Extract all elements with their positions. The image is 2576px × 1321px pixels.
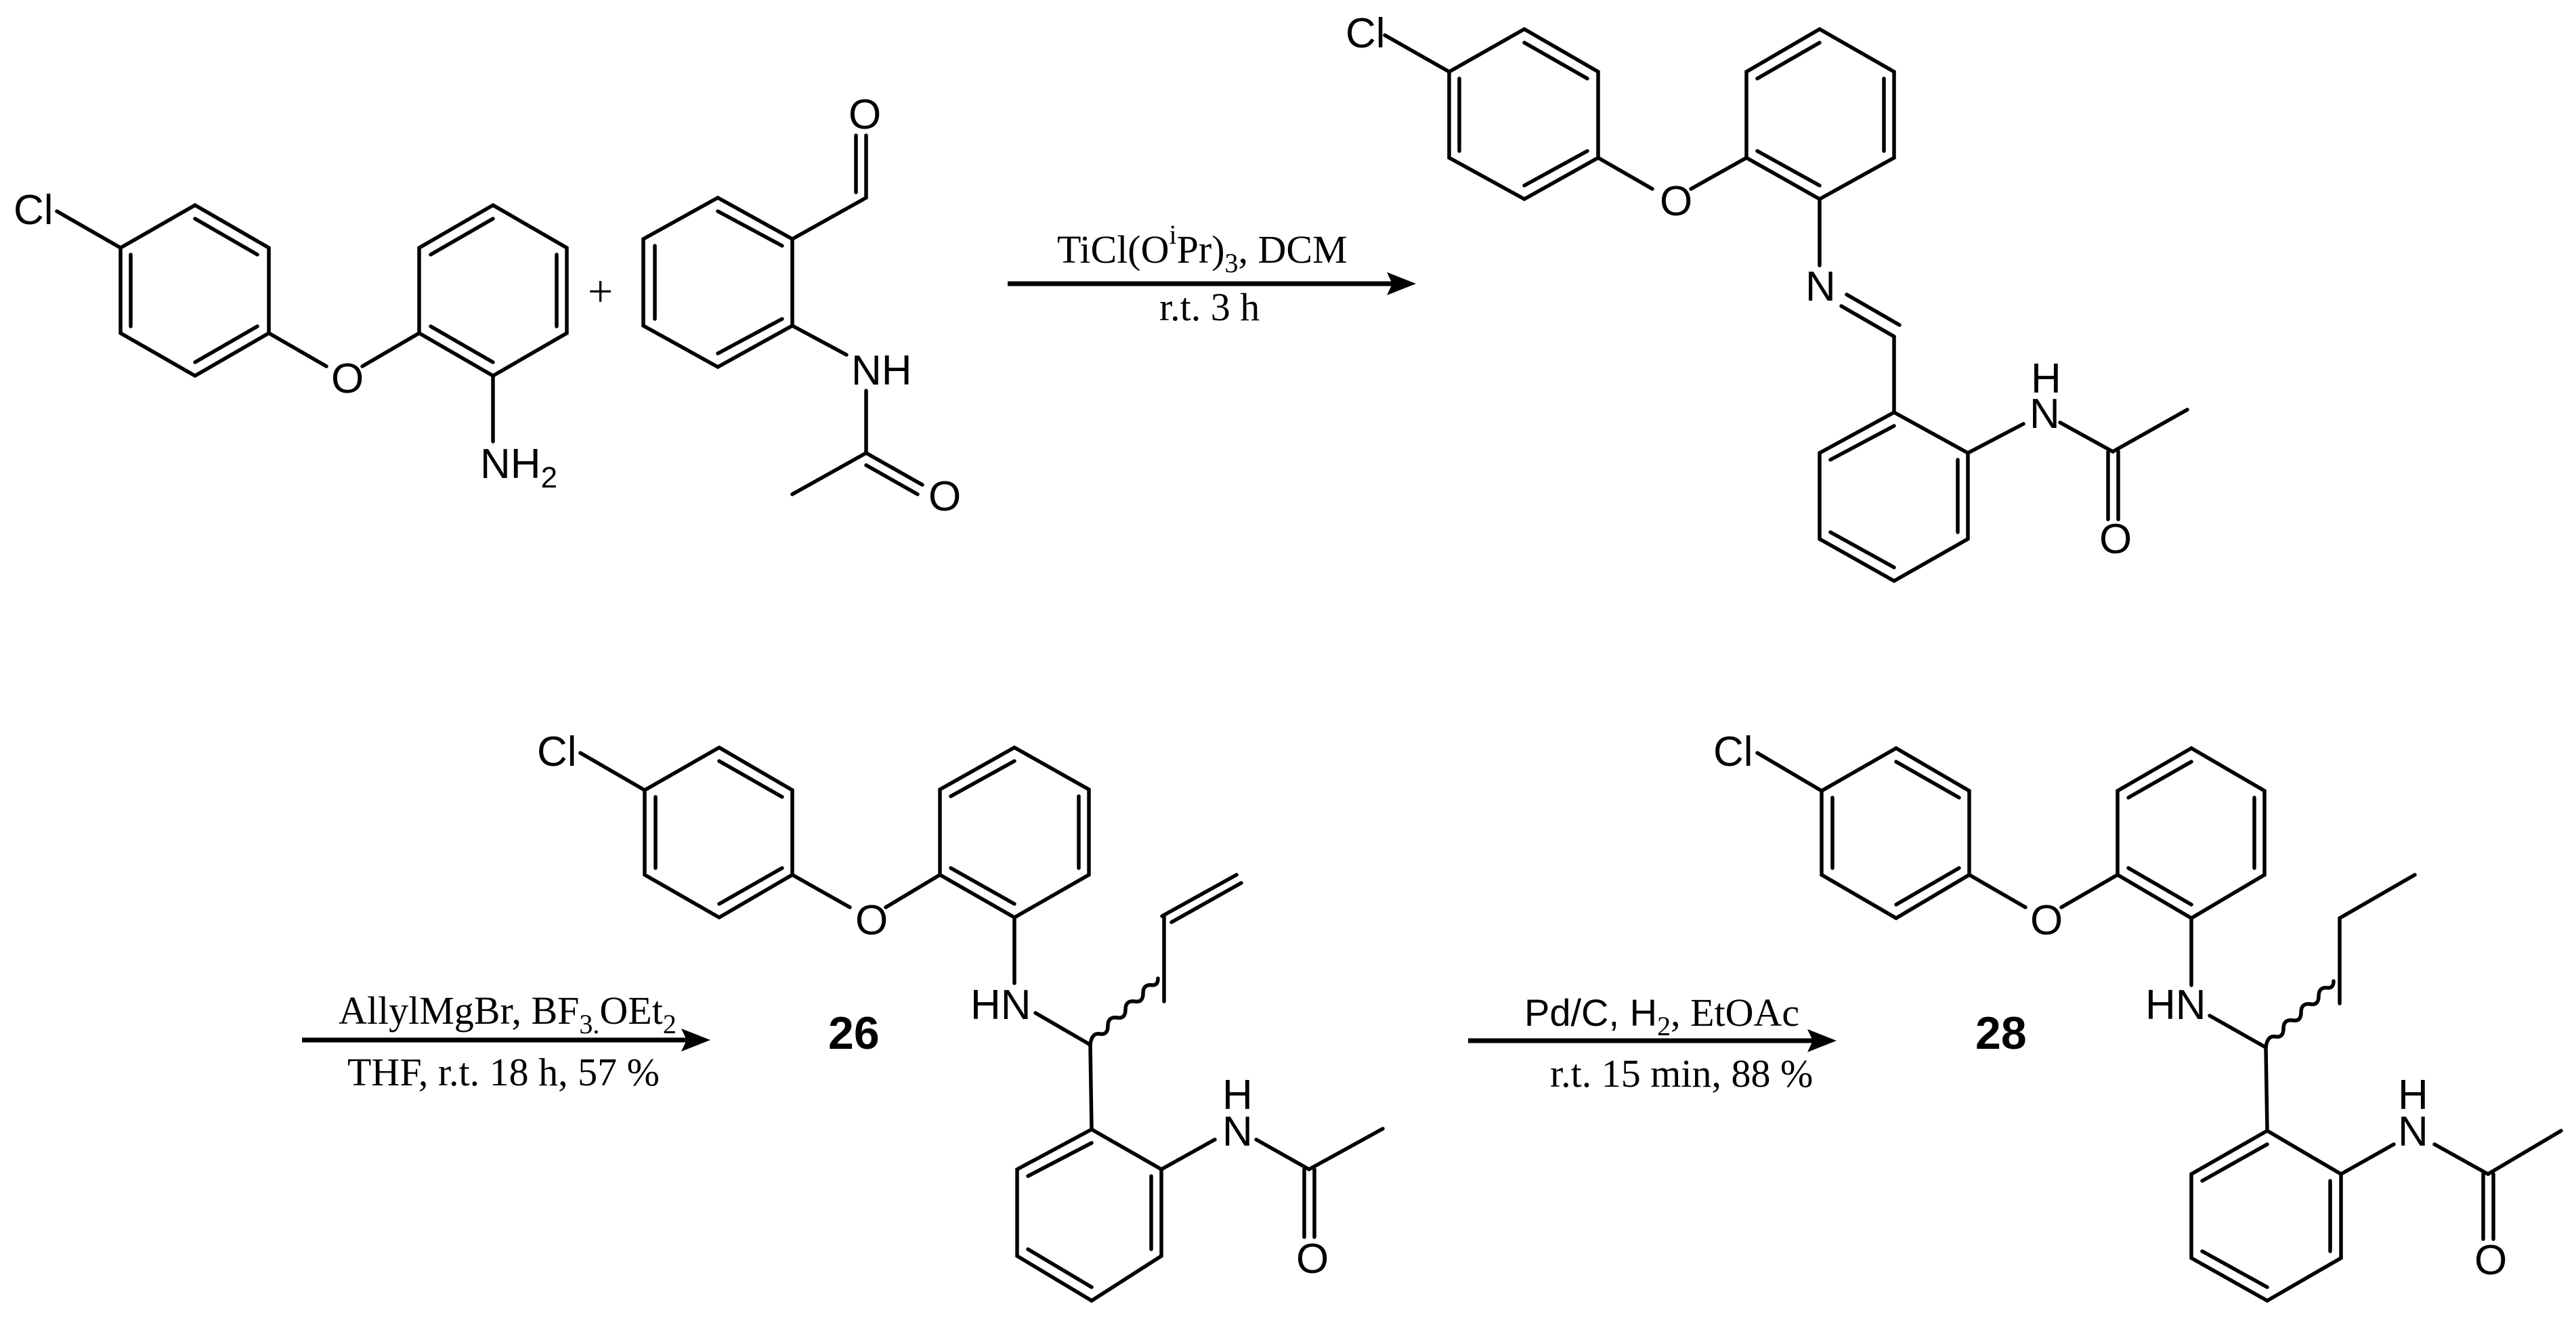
plus-sign: +: [588, 267, 613, 316]
reactant-aniline: Cl O NH2: [14, 187, 569, 494]
atom-hn: HN: [970, 982, 1031, 1028]
reaction-arrow-step-3: Pd/C, H2, EtOAc r.t. 15 min, 88 %: [1468, 991, 1837, 1096]
atom-n-amide: N: [2398, 1108, 2428, 1155]
step-1-conditions: r.t. 3 h: [1159, 285, 1260, 329]
intermediate-imine: Cl O N H N O: [1346, 10, 2189, 584]
atom-h: H: [2031, 355, 2061, 402]
atom-o-amide: O: [2099, 516, 2132, 563]
atom-cl: Cl: [14, 187, 53, 234]
atom-o: O: [1660, 178, 1692, 225]
atom-cl: Cl: [537, 729, 577, 775]
atom-n-amide: N: [2030, 391, 2060, 437]
atom-o-amide: O: [1296, 1236, 1329, 1282]
step-1-reagents: TiCl(OiPr)3, DCM: [1057, 219, 1348, 278]
reaction-arrow-step-1: TiCl(OiPr)3, DCM r.t. 3 h: [1008, 219, 1416, 329]
step-2-reagents: AllylMgBr, BF3.OEt2: [339, 989, 677, 1039]
compound-26: Cl O HN H N O 26: [537, 729, 1385, 1303]
compound-28: Cl O HN H N O 28: [1713, 729, 2563, 1303]
reaction-arrow-step-2: AllylMgBr, BF3.OEt2 THF, r.t. 18 h, 57 %: [302, 989, 710, 1094]
compound-label-28: 28: [1975, 1008, 2027, 1059]
atom-o: O: [2030, 897, 2063, 944]
atom-hn: HN: [2145, 982, 2206, 1028]
atom-h: H: [2398, 1072, 2428, 1119]
atom-n-imine: N: [1805, 263, 1836, 310]
step-3-reagents: Pd/C, H2, EtOAc: [1524, 991, 1799, 1041]
atom-cl: Cl: [1346, 10, 1386, 57]
compound-label-26: 26: [828, 1008, 880, 1059]
atom-nh: NH: [851, 347, 912, 394]
atom-o-amide: O: [928, 473, 961, 520]
step-2-conditions: THF, r.t. 18 h, 57 %: [347, 1050, 660, 1094]
reactant-aldehyde: O NH O: [641, 91, 961, 520]
atom-cl: Cl: [1713, 729, 1753, 775]
step-3-conditions: r.t. 15 min, 88 %: [1550, 1052, 1813, 1096]
atom-n-amide: N: [1222, 1108, 1253, 1155]
atom-h: H: [1222, 1072, 1253, 1119]
atom-nh2: NH2: [480, 441, 557, 494]
atom-o-amide: O: [2474, 1237, 2507, 1284]
atom-o-aldehyde: O: [849, 91, 881, 138]
atom-o: O: [331, 355, 364, 402]
atom-o: O: [855, 897, 888, 944]
